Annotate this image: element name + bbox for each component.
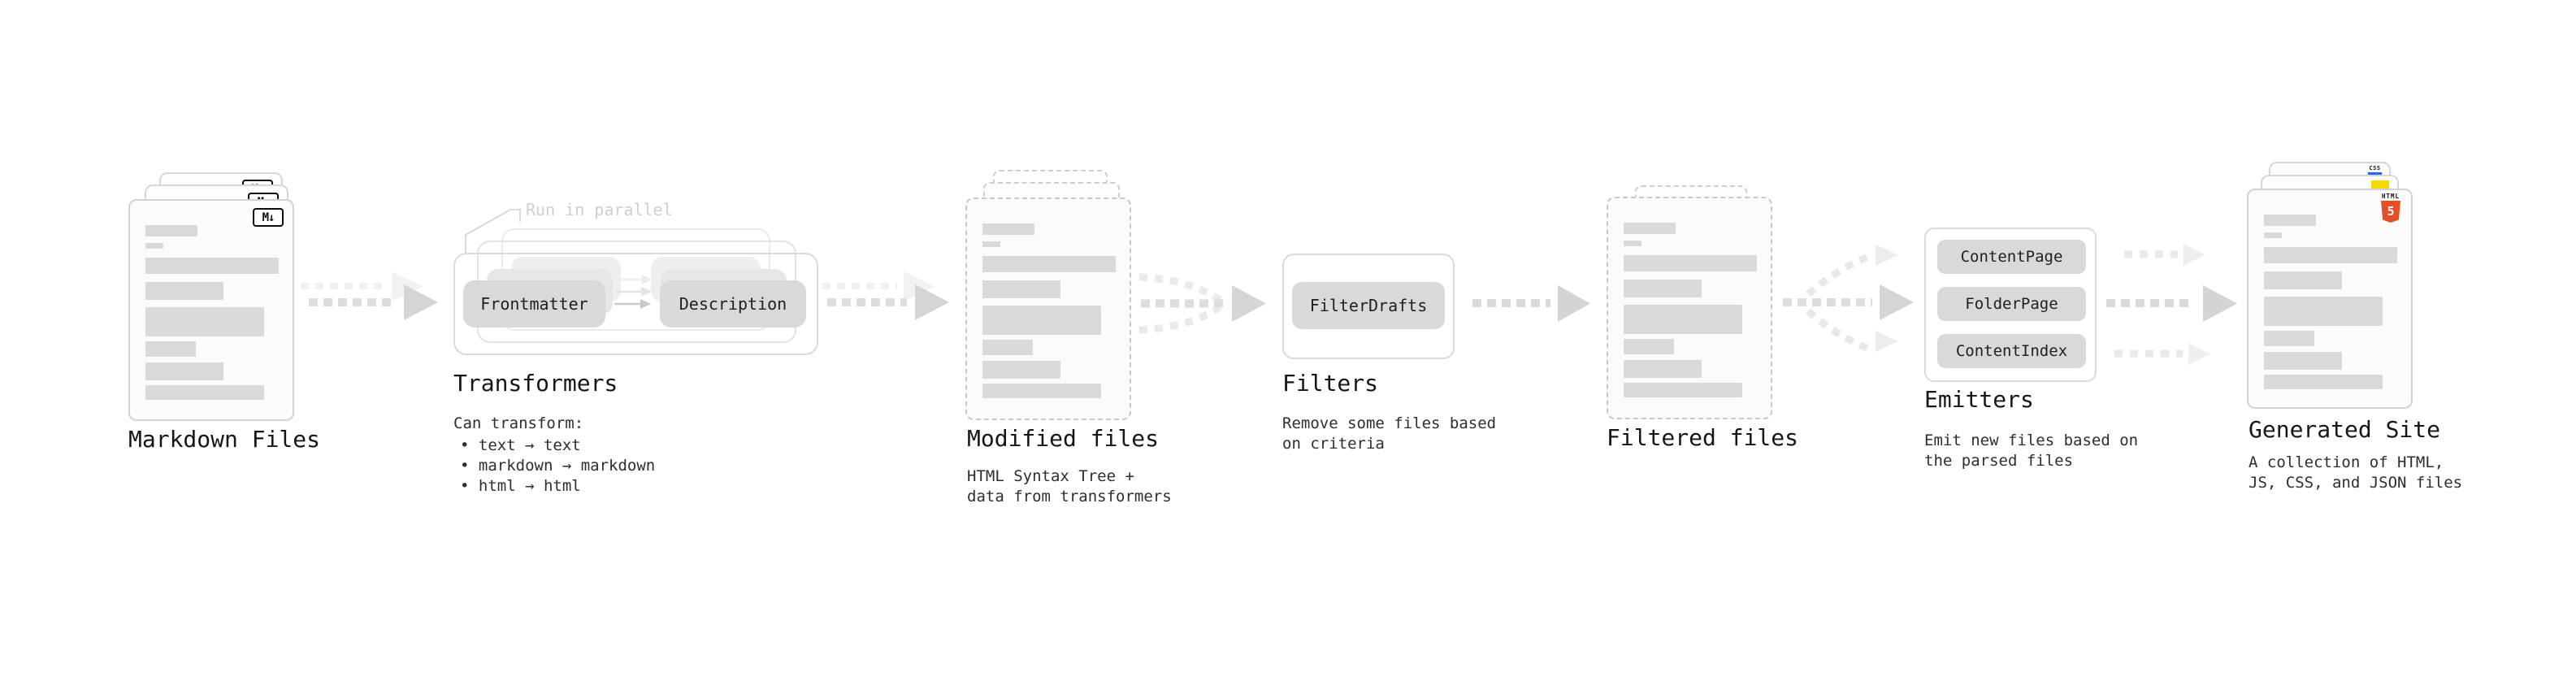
placeholder-bar [145,307,264,336]
html5-icon-shield: 5 [2381,201,2400,223]
placeholder-bar [2264,215,2316,226]
placeholder-bar [1624,280,1702,297]
placeholder-bar [2264,375,2383,389]
placeholder-bar [982,280,1060,298]
emit-arrows-emitters-to-generated [2106,244,2237,365]
transformers-title: Transformers [453,370,618,397]
desc-line: data from transformers [967,488,1172,505]
emitters-box: ContentPage FolderPage ContentIndex [1924,228,2097,382]
emitters-title: Emitters [1924,386,2034,413]
placeholder-bar [145,341,196,357]
placeholder-bar [2264,247,2397,263]
placeholder-bar [1624,383,1742,397]
html5-icon-digit: 5 [2387,204,2395,219]
placeholder-bar [2264,232,2282,238]
markdown-files-title: Markdown Files [128,426,321,453]
bullet-item: • text → text [460,436,581,454]
desc-line: on criteria [1282,435,1385,453]
emitters-desc: Emit new files based on the parsed files [1924,431,2138,471]
placeholder-bar [1624,255,1757,271]
placeholder-bar [982,306,1101,335]
flow-arrow-transformers-to-modified [822,271,949,320]
split-arrows-filtered-to-emitters [1783,245,1914,354]
desc-line: Remove some files based [1282,414,1497,432]
bullet-item: • markdown → markdown [460,457,656,475]
filters-title: Filters [1282,370,1379,397]
placeholder-bar [145,282,223,300]
placeholder-bar [145,243,163,249]
generated-site-desc: A collection of HTML, JS, CSS, and JSON … [2249,453,2462,493]
placeholder-bar [145,258,279,274]
frontmatter-pill: Frontmatter [463,280,605,327]
flow-arrow-markdown-to-transformers [301,271,438,320]
placeholder-bar [1624,339,1674,354]
placeholder-bar [2264,297,2383,326]
transformers-bullet-list: • text → text • markdown → markdown • ht… [460,436,655,497]
bullet-item: • html → html [460,477,581,495]
placeholder-bar [1624,305,1742,334]
doc-text-placeholder-bars [145,225,279,400]
placeholder-bar [145,225,197,236]
placeholder-bar [2264,271,2342,289]
html5-icon: HTML 5 [2380,193,2401,223]
generated-html-file-card: HTML 5 [2247,189,2413,409]
placeholder-bar [982,384,1101,398]
desc-line: A collection of HTML, [2249,453,2444,471]
placeholder-bar [2264,352,2342,370]
filterdrafts-pill: FilterDrafts [1292,282,1445,329]
placeholder-bar [1624,360,1702,378]
placeholder-bar [982,361,1060,379]
desc-line: JS, CSS, and JSON files [2249,474,2463,492]
filters-desc: Remove some files based on criteria [1282,414,1496,454]
css-icon: CSS [2368,166,2382,176]
css-icon-underline [2368,172,2382,176]
contentindex-pill: ContentIndex [1937,334,2086,368]
merge-arrows-modified-to-filters [1138,273,1266,334]
filtered-file-card [1607,197,1772,419]
modified-files-desc: HTML Syntax Tree + data from transformer… [967,466,1172,507]
folderpage-pill: FolderPage [1937,287,2086,321]
placeholder-bar [1624,241,1641,246]
desc-line: HTML Syntax Tree + [967,467,1134,485]
modified-files-title: Modified files [967,425,1160,452]
doc-text-placeholder-bars [1624,223,1757,397]
run-in-parallel-note: Run in parallel [526,200,673,219]
markdown-icon: M↓ [253,208,284,227]
doc-text-placeholder-bars [982,223,1116,398]
desc-line: Emit new files based on [1924,432,2139,449]
flow-arrow-filters-to-filtered [1472,285,1590,322]
placeholder-bar [982,223,1034,235]
contentpage-pill: ContentPage [1937,240,2086,274]
transformers-desc-heading: Can transform: [453,414,584,432]
doc-text-placeholder-bars [2264,215,2397,389]
filtered-files-title: Filtered files [1607,424,1799,451]
css-icon-label: CSS [2369,165,2381,171]
desc-line: the parsed files [1924,452,2074,470]
placeholder-bar [145,362,223,380]
placeholder-bar [982,340,1033,355]
placeholder-bar [145,385,264,400]
placeholder-bar [1624,223,1676,234]
filters-box: FilterDrafts [1282,254,1455,359]
markdown-file-card: M↓ [128,199,294,421]
transformer-layer-front: Frontmatter Description [453,253,818,355]
placeholder-bar [982,241,1000,247]
generated-site-title: Generated Site [2249,416,2441,443]
modified-file-card [965,197,1131,420]
placeholder-bar [982,256,1116,272]
description-pill: Description [660,280,806,327]
html5-icon-word: HTML [2381,193,2400,200]
placeholder-bar [2264,331,2314,346]
js-icon [2371,180,2389,189]
